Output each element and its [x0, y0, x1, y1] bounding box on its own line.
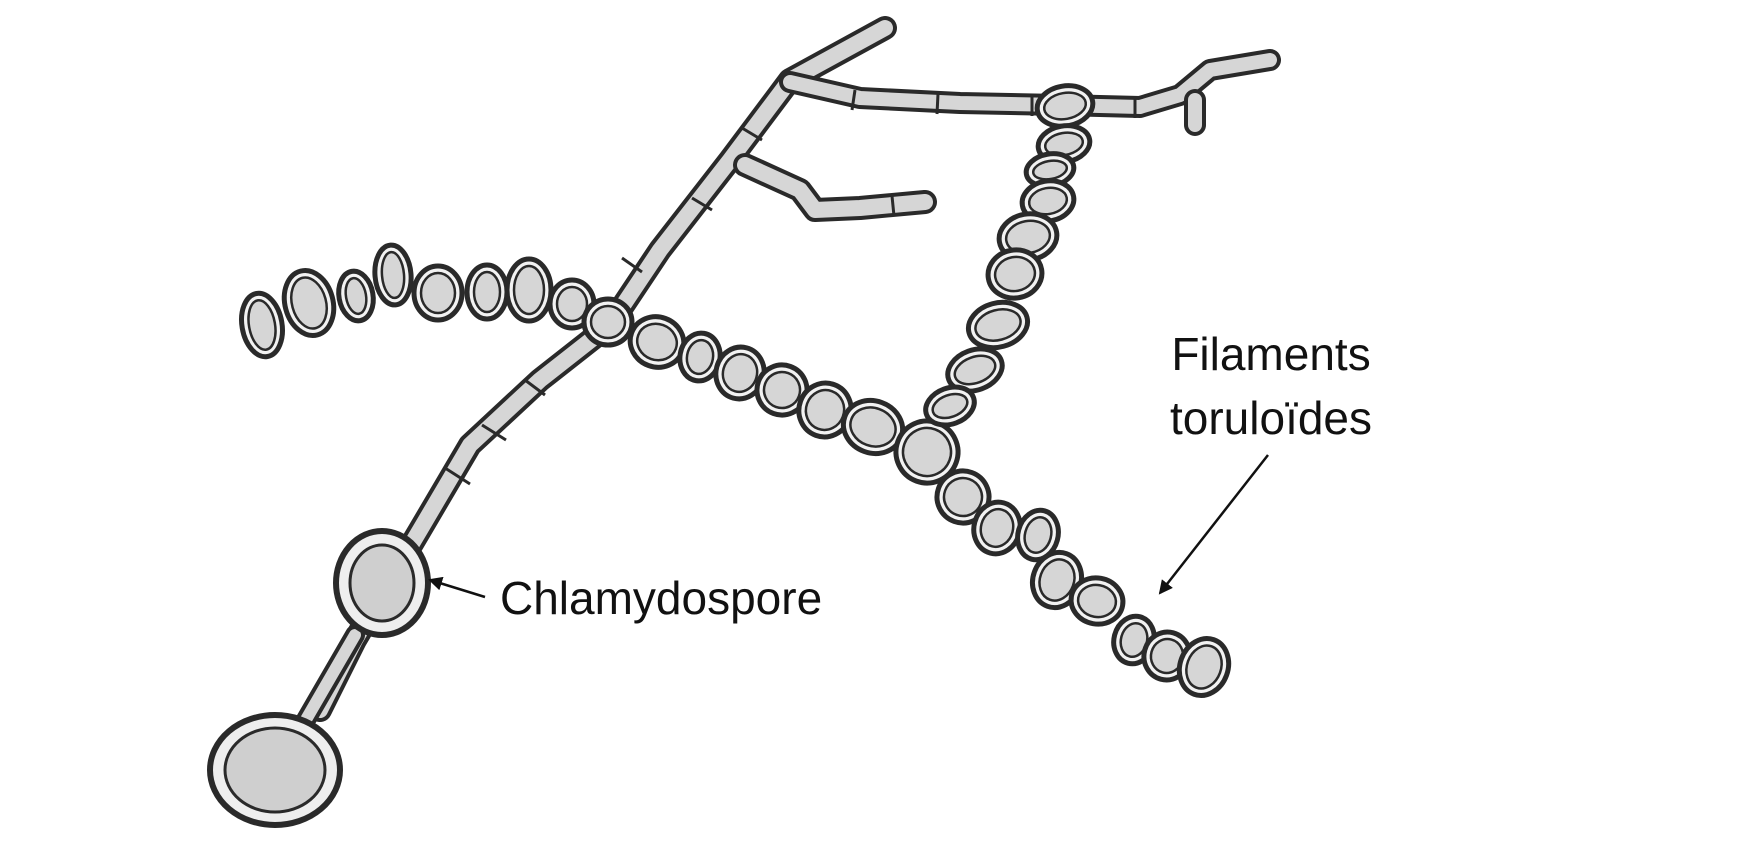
toruloid-cell-inner — [721, 352, 759, 394]
chlamydospore-bottom-inner — [223, 726, 327, 814]
filaments-label-line2: toruloïdes — [1170, 392, 1373, 445]
toruloid-cell-inner — [849, 406, 897, 448]
septa — [444, 89, 1137, 486]
toruloid-cell-inner — [290, 276, 328, 330]
toruloid-cell-inner — [419, 271, 457, 315]
toruloid-cell-inner — [993, 255, 1037, 293]
upper-branch-fill — [783, 53, 1277, 114]
toruloid-cell-inner — [555, 285, 589, 323]
toruloid-cell-inner — [685, 338, 715, 376]
toruloid-cell-inner — [762, 370, 802, 410]
filaments-label-line1: Filaments — [1171, 328, 1371, 380]
toruloid-cell-inner — [953, 354, 997, 386]
toruloid-cell-inner — [344, 276, 368, 316]
toruloid-cell-inner — [901, 426, 953, 478]
toruloid-cell-inner — [589, 304, 627, 340]
filaments-arrow — [1158, 454, 1269, 595]
toruloid-cell-inner — [1038, 558, 1076, 602]
toruloid-cell-inner — [1076, 583, 1118, 619]
chlamydospores — [207, 528, 431, 828]
toruloid-cell-inner — [931, 392, 969, 420]
toruloid-cell-inner — [635, 322, 679, 362]
toruloid-cell-inner — [1185, 644, 1223, 690]
lower-stalk-fill — [294, 629, 361, 736]
filaments-label: Filaments toruloïdes — [1170, 322, 1372, 451]
toruloid-cell-inner — [472, 270, 502, 314]
toruloid-cell-inner — [512, 264, 546, 316]
chlamydospore-arrow — [428, 576, 486, 599]
arrows — [428, 454, 1269, 599]
middle-branch-fill — [737, 157, 933, 218]
chlamydospore-middle-inner — [348, 543, 416, 623]
toruloid-cell-inner — [979, 507, 1015, 549]
toruloid-cell-inner — [1023, 516, 1053, 554]
chlamydospore-label: Chlamydospore — [500, 572, 823, 624]
toruloid-cell-inner — [1027, 186, 1069, 216]
toruloid-cell-inner — [380, 250, 406, 300]
toruloid-cells — [239, 83, 1232, 698]
toruloid-cell-inner — [974, 308, 1022, 342]
toruloid-cell-inner — [247, 299, 277, 351]
toruloid-cell-inner — [942, 476, 984, 518]
toruloid-cell-inner — [1042, 91, 1088, 121]
